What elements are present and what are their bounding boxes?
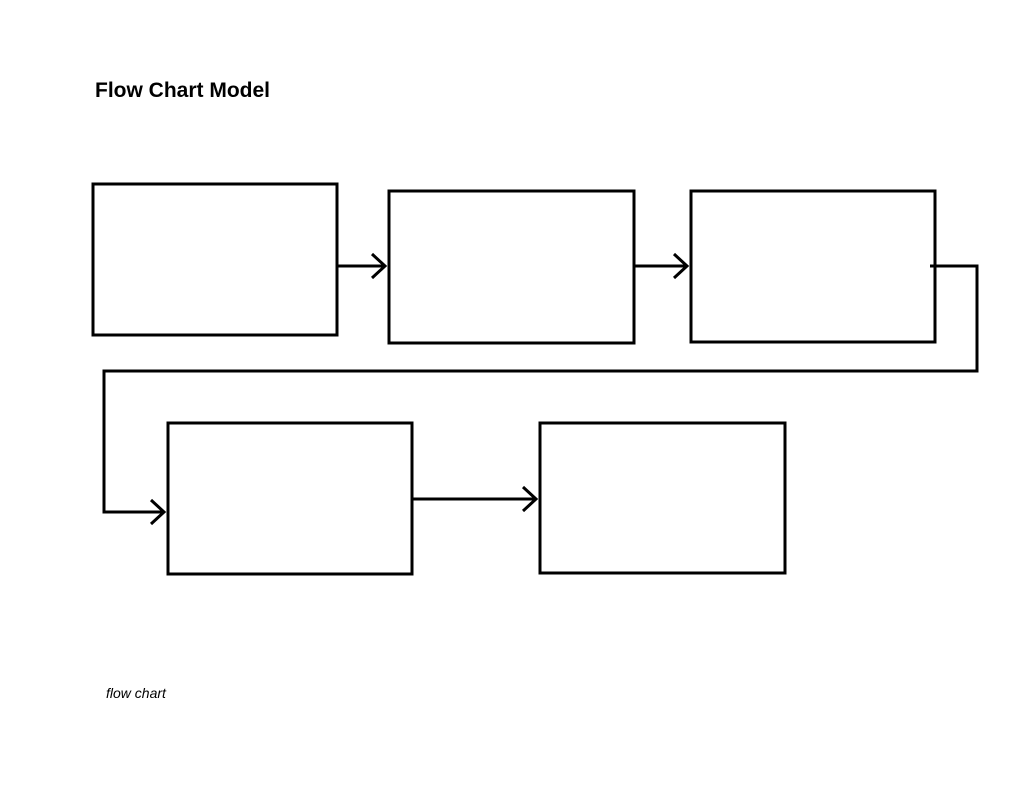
- flow-box-5: [538, 421, 787, 575]
- arrow-box1-box2-arrowhead-icon: [370, 252, 388, 280]
- page-title: Flow Chart Model: [95, 79, 270, 102]
- flow-box-1: [91, 182, 339, 337]
- caption-label: flow chart: [106, 685, 166, 701]
- flow-box-3: [689, 189, 937, 344]
- connector-box3-box4: [102, 264, 979, 514]
- flow-box-2: [387, 189, 636, 345]
- flow-box-4: [166, 421, 414, 576]
- connector-box3-box4-arrowhead-icon: [149, 498, 167, 526]
- arrow-box4-box5-arrowhead-icon: [521, 485, 539, 513]
- arrow-box2-box3-arrowhead-icon: [672, 252, 690, 280]
